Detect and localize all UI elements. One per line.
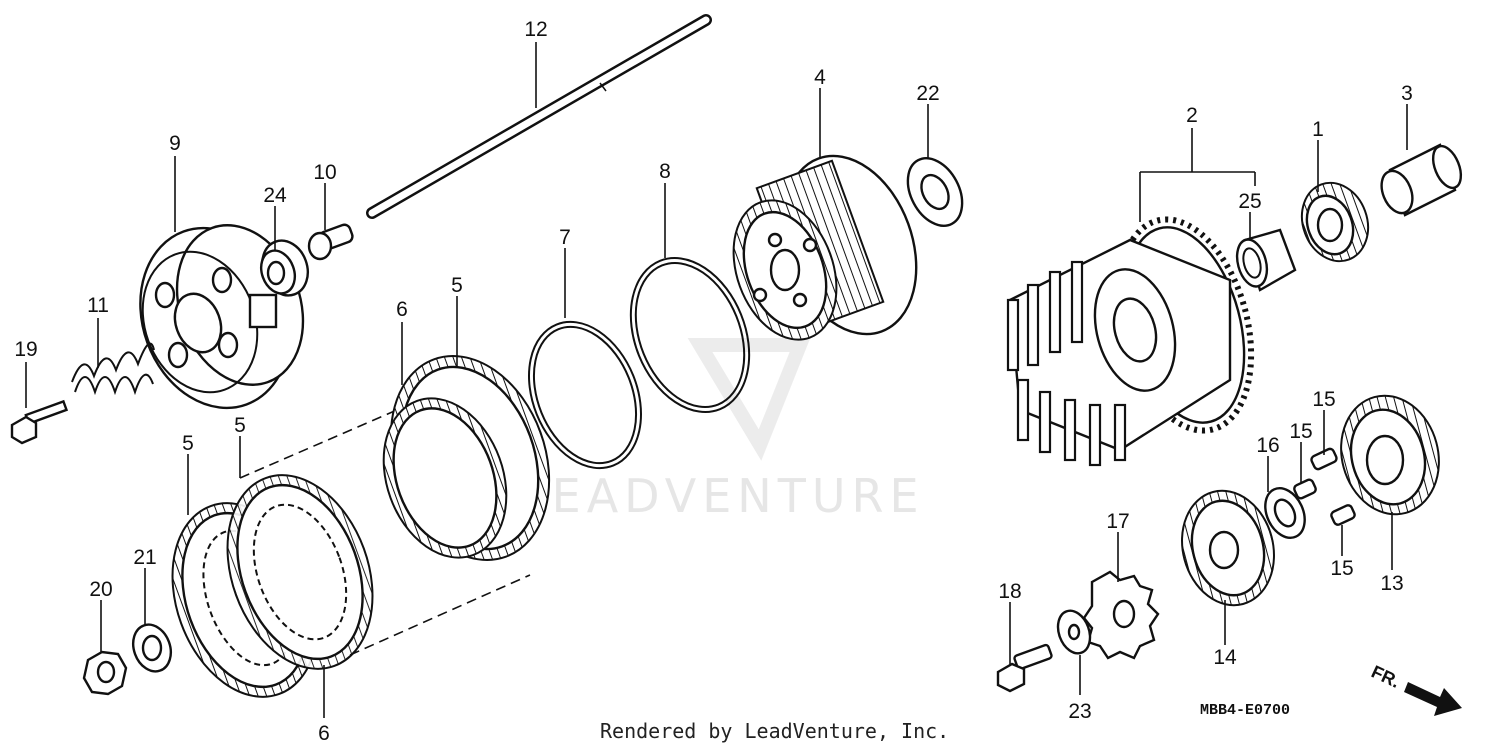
- part-12-pushrod: [366, 14, 712, 219]
- callout-16: 16: [1256, 434, 1279, 457]
- rendered-by-credit: Rendered by LeadVenture, Inc.: [600, 719, 949, 743]
- leader-lines: [25, 42, 1408, 718]
- part-19-bolt: [10, 399, 69, 445]
- part-21-washer: [131, 623, 173, 673]
- part-5-6-clutch-plate-stack: [171, 474, 374, 698]
- callout-18: 18: [998, 580, 1021, 603]
- part-15-damper-springs: [1293, 447, 1356, 526]
- part-14-gear: [1181, 489, 1275, 607]
- part-22-washer: [906, 157, 964, 227]
- callout-5-left: 5: [182, 432, 194, 455]
- part-1-collar: [1300, 181, 1370, 263]
- part-2-clutch-outer: [1006, 216, 1255, 467]
- part-10-lifter: [307, 223, 354, 261]
- part-16-washer: [1264, 487, 1306, 539]
- callout-15-middle: 15: [1289, 420, 1312, 443]
- callout-10: 10: [313, 161, 336, 184]
- callout-9: 9: [169, 132, 181, 155]
- diagram-code: MBB4-E0700: [1200, 702, 1290, 719]
- callout-7: 7: [559, 226, 571, 249]
- part-7-oring: [528, 320, 642, 470]
- callout-6-middle: 6: [396, 298, 408, 321]
- callout-20: 20: [89, 578, 112, 601]
- callout-5-middle: 5: [451, 274, 463, 297]
- callout-21: 21: [133, 546, 156, 569]
- part-8-oring: [629, 257, 751, 413]
- part-25-needle-bearing: [1235, 228, 1297, 292]
- callout-3: 3: [1401, 82, 1413, 105]
- part-24-bearing: [259, 239, 309, 297]
- callout-2: 2: [1186, 104, 1198, 127]
- svg-text:LEADVENTURE: LEADVENTURE: [520, 469, 925, 523]
- part-13-gear: [1340, 394, 1440, 516]
- callout-14: 14: [1213, 646, 1237, 669]
- callout-labels: 1 2 3 4 5 5 5 6 6 7 8 9 10 11 12 13 14 1…: [14, 18, 1413, 745]
- callout-8: 8: [659, 160, 671, 183]
- callout-15-bottom: 15: [1330, 557, 1353, 580]
- part-11-spring: [71, 342, 155, 396]
- callout-25: 25: [1238, 190, 1261, 213]
- callout-15-top: 15: [1312, 388, 1335, 411]
- part-20-nut: [82, 650, 128, 696]
- arrow-right-icon: [1404, 682, 1462, 716]
- part-9-pressure-plate: [139, 224, 305, 410]
- part-3-sleeve: [1380, 143, 1463, 217]
- assembly-guide-lines: [239, 399, 531, 656]
- front-direction-indicator: FR.: [1368, 661, 1462, 716]
- callout-4: 4: [814, 66, 826, 89]
- callout-1: 1: [1312, 118, 1324, 141]
- callout-12: 12: [524, 18, 547, 41]
- watermark: LEADVENTURE: [520, 338, 925, 523]
- callout-6-bottom: 6: [318, 722, 330, 745]
- callout-19: 19: [14, 338, 37, 361]
- part-17-lock-plate: [1082, 570, 1160, 660]
- callout-17: 17: [1106, 510, 1129, 533]
- callout-22: 22: [916, 82, 939, 105]
- callout-24: 24: [263, 184, 287, 207]
- front-label: FR.: [1368, 661, 1403, 691]
- callout-23: 23: [1068, 700, 1091, 723]
- part-5-6-middle-plates: [382, 355, 551, 561]
- part-18-bolt: [996, 643, 1053, 693]
- part-23-washer: [1056, 609, 1092, 655]
- callout-13: 13: [1380, 572, 1403, 595]
- callout-5-left-upper: 5: [234, 414, 246, 437]
- callout-11: 11: [87, 294, 109, 317]
- part-4-clutch-center: [732, 154, 918, 341]
